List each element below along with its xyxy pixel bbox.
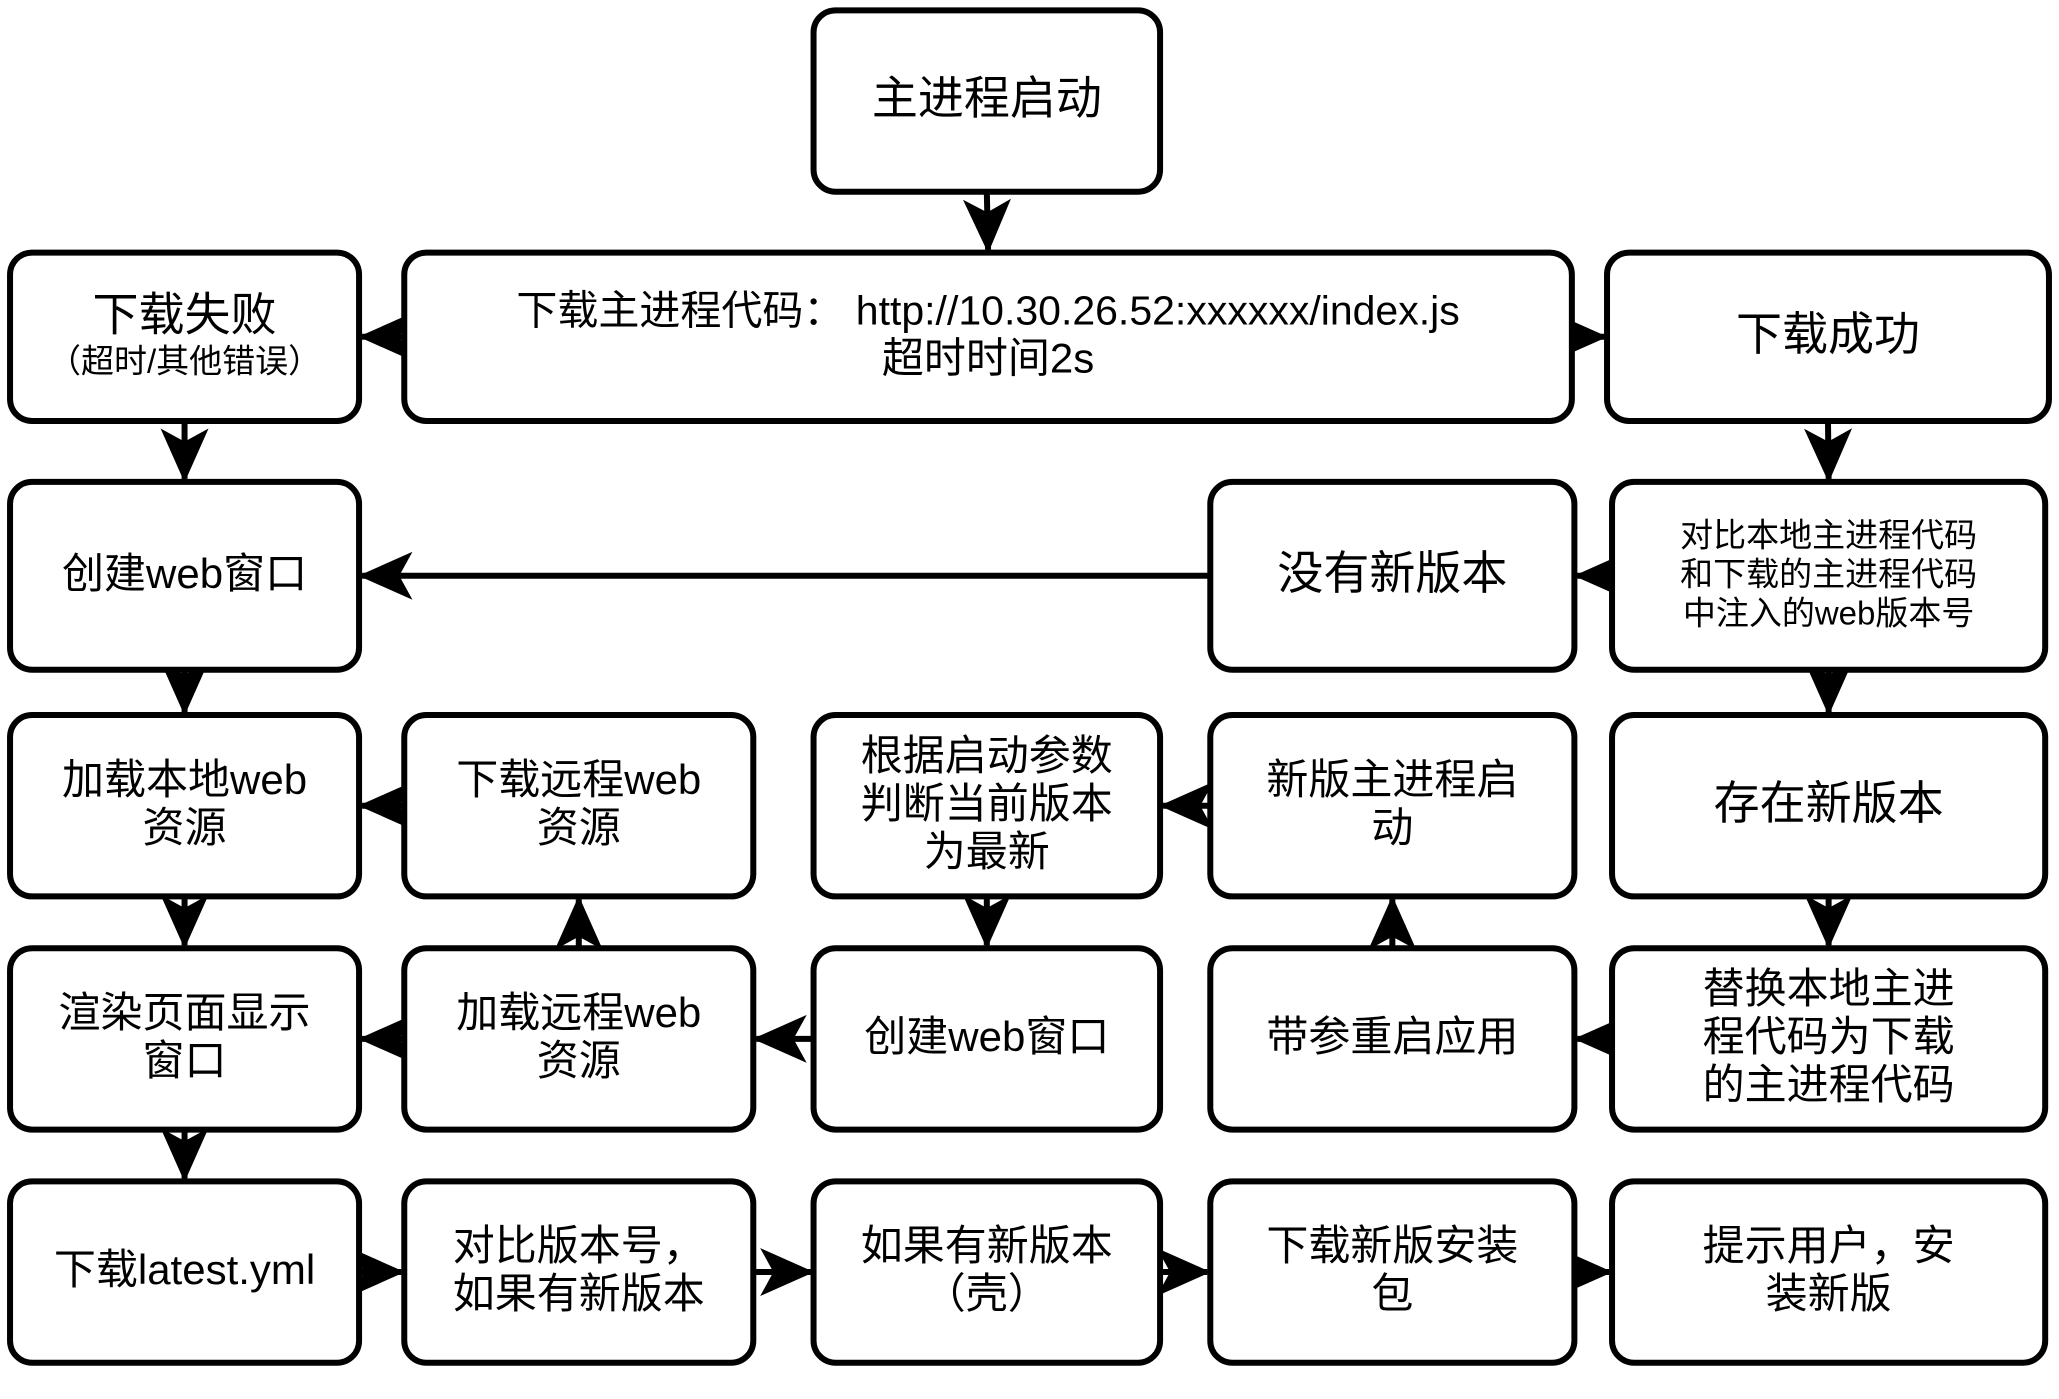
flow-node-create-web-window-2[interactable]: 创建web窗口	[810, 945, 1164, 1133]
node-label-line: 没有新版本	[1277, 547, 1507, 599]
node-shape	[1609, 1178, 2049, 1366]
node-label-line: 根据启动参数	[861, 732, 1113, 779]
node-label-line: 创建web窗口	[62, 550, 307, 597]
flow-node-restart-with-params[interactable]: 带参重启应用	[1207, 945, 1578, 1133]
node-label-line: 新版主进程启	[1266, 756, 1518, 803]
node-shape	[1609, 712, 2049, 900]
flow-edge-e5	[1804, 420, 1853, 483]
node-label-line: 对比本地主进程代码	[1680, 517, 1977, 554]
flow-node-no-new-version[interactable]: 没有新版本	[1207, 478, 1578, 673]
node-shape	[401, 1178, 757, 1366]
node-shape	[401, 945, 757, 1133]
flow-node-compare-version-number[interactable]: 对比版本号，如果有新版本	[401, 1178, 757, 1366]
node-label-line: 存在新版本	[1714, 777, 1944, 829]
node-label-line: 提示用户，安	[1703, 1222, 1955, 1269]
node-label-line: 判断当前版本	[861, 780, 1113, 827]
node-label-line: 为最新	[924, 828, 1050, 875]
node-label-line: 窗口	[143, 1037, 227, 1084]
node-label-line: 包	[1371, 1270, 1413, 1317]
node-label-line: 资源	[143, 804, 227, 851]
node-label-line: 下载主进程代码： http://10.30.26.52:xxxxxx/index…	[516, 288, 1459, 334]
node-label-line: 加载远程web	[456, 989, 701, 1036]
node-label-line: 资源	[537, 1037, 621, 1084]
node-shape	[401, 712, 757, 900]
flow-node-main-process-start[interactable]: 主进程启动	[810, 7, 1164, 195]
node-label-line: 如果有新版本	[861, 1222, 1113, 1269]
node-shape	[810, 945, 1164, 1133]
flow-edge-e1	[962, 191, 1011, 254]
node-label-line: 加载本地web	[62, 756, 307, 803]
node-shape	[1207, 478, 1578, 673]
node-shape	[7, 945, 363, 1133]
edges-layer	[160, 191, 1853, 1297]
node-label-line: 动	[1371, 804, 1413, 851]
node-shape	[810, 1178, 1164, 1366]
flow-node-if-new-version-shell[interactable]: 如果有新版本（壳）	[810, 1178, 1164, 1366]
node-label-line: 和下载的主进程代码	[1680, 556, 1977, 593]
flow-node-download-main-code[interactable]: 下载主进程代码： http://10.30.26.52:xxxxxx/index…	[401, 249, 1575, 424]
node-shape	[1207, 1178, 1578, 1366]
flow-node-download-success[interactable]: 下载成功	[1604, 249, 2052, 424]
node-label-line: 创建web窗口	[864, 1013, 1109, 1060]
node-shape	[1609, 478, 2049, 673]
node-label-line: 程代码为下载	[1703, 1013, 1955, 1060]
node-label-line: 下载成功	[1736, 308, 1920, 360]
node-label-line: 中注入的web版本号	[1683, 595, 1975, 632]
node-label-line: 下载远程web	[456, 756, 701, 803]
node-label-line: 替换本地主进	[1703, 965, 1955, 1012]
node-label-line: （超时/其他错误）	[48, 343, 321, 380]
node-shape	[7, 1178, 363, 1366]
node-label-line: （壳）	[924, 1270, 1050, 1317]
node-label-line: 主进程启动	[872, 72, 1102, 124]
node-label-line: 下载新版安装	[1266, 1222, 1518, 1269]
node-shape	[7, 478, 363, 673]
node-label-line: 对比版本号，	[453, 1222, 705, 1269]
node-label-line: 的主进程代码	[1703, 1061, 1955, 1108]
node-shape	[810, 7, 1164, 195]
node-shape	[1604, 249, 2052, 424]
node-label-line: 渲染页面显示	[59, 989, 311, 1036]
node-shape	[1609, 945, 2049, 1133]
flow-node-download-failed[interactable]: 下载失败（超时/其他错误）	[7, 249, 363, 424]
node-shape	[7, 249, 363, 424]
node-label-line: 带参重启应用	[1266, 1013, 1518, 1060]
node-shape	[401, 249, 1575, 424]
node-label-line: 装新版	[1766, 1270, 1892, 1317]
node-shape	[1207, 712, 1578, 900]
node-label-line: 下载latest.yml	[54, 1246, 315, 1293]
node-shape	[810, 712, 1164, 900]
node-label-line: 资源	[537, 804, 621, 851]
node-label-line: 如果有新版本	[453, 1270, 705, 1317]
node-shape	[1207, 945, 1578, 1133]
flow-node-create-web-window-1[interactable]: 创建web窗口	[7, 478, 363, 673]
node-label-line: 超时时间2s	[882, 334, 1094, 381]
node-label-line: 下载失败	[93, 288, 277, 340]
node-shape	[7, 712, 363, 900]
flow-node-has-new-version[interactable]: 存在新版本	[1609, 712, 2049, 900]
flow-node-download-latest-yml[interactable]: 下载latest.yml	[7, 1178, 363, 1366]
